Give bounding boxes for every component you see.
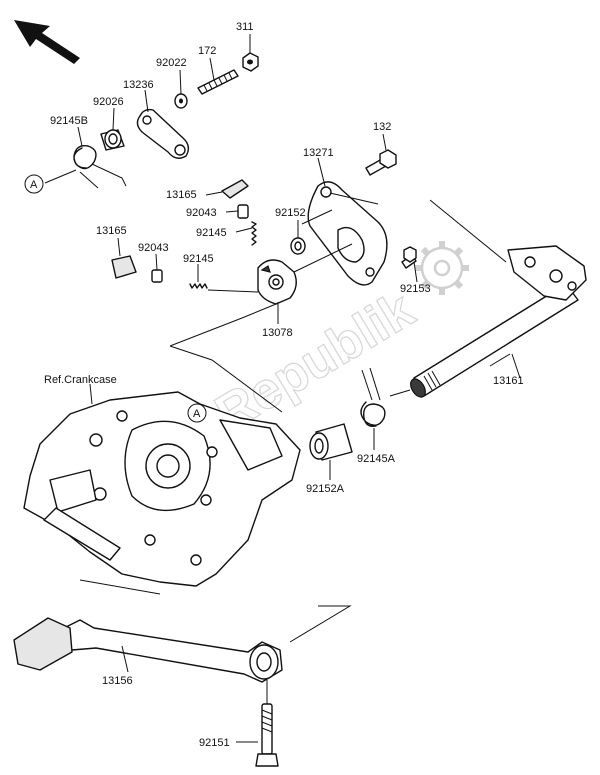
- callout-92022: 92022: [156, 57, 187, 69]
- ref-circle-a-top: A: [24, 174, 44, 194]
- part-13161-shaft: [389, 199, 587, 398]
- callout-92152: 92152: [275, 207, 306, 219]
- ref-crankcase-outline: [23, 303, 301, 595]
- part-92145A-spring: [360, 367, 386, 450]
- part-92153-bolt: [401, 246, 418, 283]
- part-13078-drum: [207, 243, 353, 324]
- part-13156-pedal: [13, 605, 352, 683]
- part-92145-spring-left: [189, 264, 208, 289]
- callout-92153: 92153: [400, 283, 431, 295]
- part-132-bolt: [365, 133, 397, 176]
- part-311-nut: [242, 34, 259, 72]
- callout-ref-crankcase: Ref.Crankcase: [44, 374, 117, 386]
- ref-circle-a-case: A: [187, 403, 207, 423]
- part-92145-spring-top: [235, 221, 257, 246]
- part-92151-bolt: [236, 680, 279, 767]
- callout-132: 132: [373, 121, 391, 133]
- callout-13165-left: 13165: [96, 225, 127, 237]
- part-92152-collar: [290, 220, 306, 255]
- callout-13161: 13161: [493, 375, 524, 387]
- callout-92145B: 92145B: [50, 115, 88, 127]
- callout-13236: 13236: [123, 79, 154, 91]
- callout-13078: 13078: [262, 327, 293, 339]
- callout-92043-left: 92043: [138, 242, 169, 254]
- part-172-stud: [197, 57, 239, 95]
- callout-labels: 311 172 92022 13236 92026 92145B 132 132…: [44, 21, 524, 749]
- callout-92152A: 92152A: [306, 483, 345, 495]
- part-92043-pin-left: [151, 253, 163, 283]
- part-92026-collar: [100, 107, 125, 151]
- part-92145B-spring: [44, 126, 127, 189]
- callout-13156: 13156: [102, 675, 133, 687]
- ref-a-label-case: A: [193, 408, 201, 420]
- front-direction-arrow-icon: [14, 20, 80, 64]
- gear-watermark-icon: [415, 241, 469, 295]
- part-92152A-collar: [309, 423, 353, 480]
- part-92043-pin-top: [225, 204, 249, 219]
- callout-92145-left: 92145: [183, 253, 214, 265]
- part-13165-pawl-top: [205, 179, 249, 199]
- part-13165-pawl-left: [111, 237, 137, 279]
- part-13271-plate: [301, 157, 388, 286]
- callout-92145-top: 92145: [196, 227, 227, 239]
- callout-92145A: 92145A: [357, 453, 396, 465]
- callout-92043-top: 92043: [186, 207, 217, 219]
- callout-13271: 13271: [303, 147, 334, 159]
- part-92022-washer: [174, 69, 188, 109]
- part-13236-lever: [136, 89, 190, 159]
- callout-13165-top: 13165: [166, 189, 197, 201]
- ref-a-label-top: A: [30, 179, 38, 191]
- callout-92026: 92026: [93, 96, 124, 108]
- callout-311: 311: [236, 21, 254, 33]
- callout-92151: 92151: [199, 737, 230, 749]
- callout-172: 172: [198, 45, 216, 57]
